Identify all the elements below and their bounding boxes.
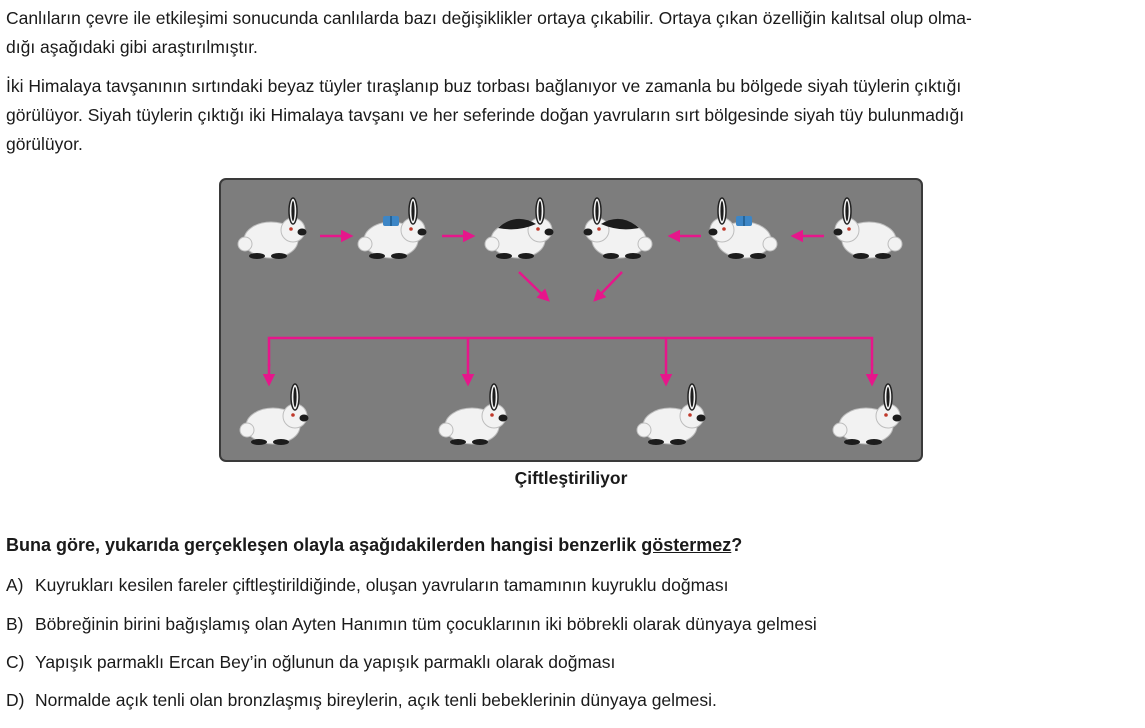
arrow-icon — [518, 271, 550, 302]
rabbit-experiment-figure — [219, 178, 923, 462]
question-suffix: ? — [731, 535, 743, 555]
experiment-paragraph: İki Himalaya tavşanının sırtındaki beyaz… — [6, 72, 1140, 159]
option-label: C) — [6, 652, 25, 672]
option-text: Normalde açık tenli olan bronzlaşmış bir… — [35, 690, 717, 710]
option-b[interactable]: B) Böbreğinin birini bağışlamış olan Ayte… — [6, 614, 817, 635]
option-d[interactable]: D) Normalde açık tenli olan bronzlaşmış b… — [6, 690, 717, 711]
figure-caption: Çiftleştiriliyor — [514, 468, 628, 488]
question-text: Buna göre, yukarıda gerçekleşen olayla a… — [6, 535, 742, 556]
option-text: Yapışık parmaklı Ercan Bey’in oğlunun da… — [35, 652, 616, 672]
arrow-icon — [593, 271, 623, 302]
offspring-branch-line — [267, 336, 874, 366]
experiment-line: görülüyor. Siyah tüylerin çıktığı iki Hi… — [6, 105, 965, 125]
option-text: Kuyrukları kesilen fareler çiftleştirild… — [35, 575, 729, 595]
intro-line: dığı aşağıdaki gibi araştırılmıştır. — [6, 37, 258, 57]
experiment-line: görülüyor. — [6, 134, 83, 154]
intro-line: Canlıların çevre ile etkileşimi sonucund… — [6, 8, 972, 28]
option-label: B) — [6, 614, 24, 634]
question-prefix: Buna göre, yukarıda gerçekleşen olayla a… — [6, 535, 642, 555]
option-text: Böbreğinin birini bağışlamış olan Ayten … — [35, 614, 817, 634]
option-a[interactable]: A) Kuyrukları kesilen fareler çiftleştiri… — [6, 575, 729, 596]
experiment-line: İki Himalaya tavşanının sırtındaki beyaz… — [6, 76, 962, 96]
option-label: D) — [6, 690, 25, 710]
option-label: A) — [6, 575, 24, 595]
intro-paragraph: Canlıların çevre ile etkileşimi sonucund… — [6, 4, 1140, 62]
question-emphasis: göstermez — [641, 535, 732, 555]
option-c[interactable]: C) Yapışık parmaklı Ercan Bey’in oğlunun … — [6, 652, 615, 673]
